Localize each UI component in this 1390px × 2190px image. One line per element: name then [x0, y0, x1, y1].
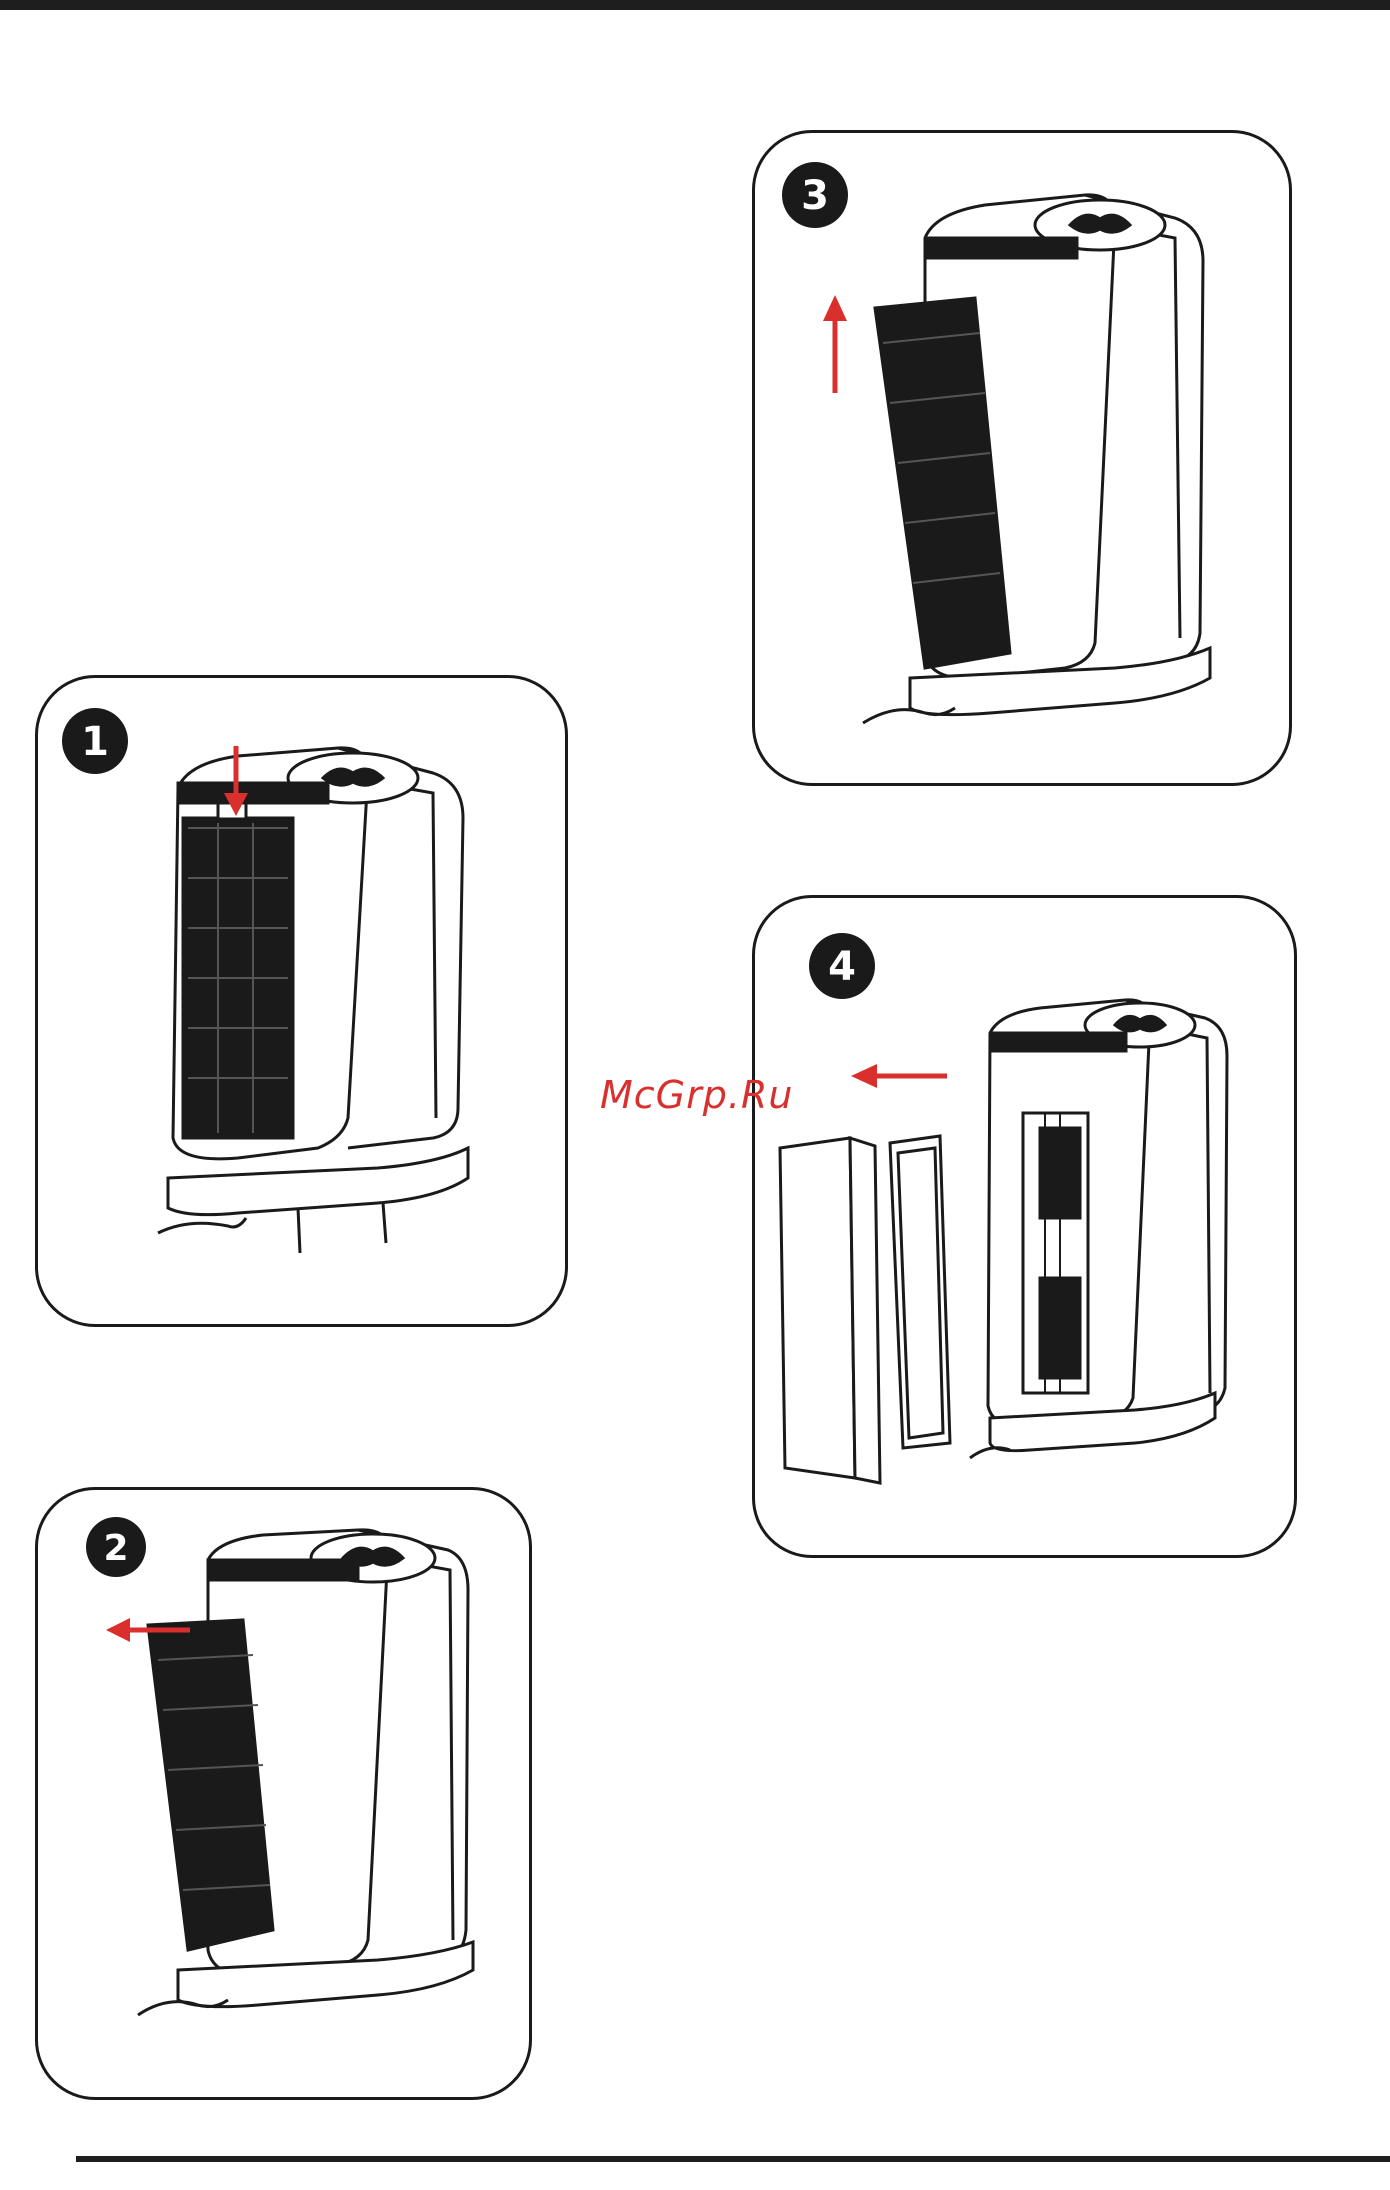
- filter-illustration: [780, 1136, 950, 1483]
- step-number: 1: [81, 719, 109, 765]
- step-badge-icon: 3: [782, 162, 848, 228]
- air-purifier-illustration: [970, 1000, 1227, 1458]
- step-badge-icon: 4: [809, 933, 875, 999]
- step-number: 3: [801, 173, 829, 219]
- step-2-panel: 2: [35, 1487, 532, 2100]
- step-badge-icon: 2: [86, 1517, 146, 1577]
- bottom-rule: [76, 2156, 1390, 2162]
- step-number: 2: [103, 1528, 128, 1569]
- step-badge-icon: 1: [62, 708, 128, 774]
- step-1-panel: 1: [35, 675, 568, 1327]
- air-purifier-illustration: [158, 748, 468, 1253]
- step-2-illustration: 2: [38, 1490, 532, 2100]
- step-3-panel: 3: [752, 130, 1292, 786]
- red-arrow-icon: [823, 295, 847, 393]
- air-purifier-illustration: [138, 1530, 473, 2015]
- air-purifier-illustration: [863, 195, 1210, 723]
- top-rule: [0, 0, 1390, 10]
- step-4-panel: 4: [752, 895, 1297, 1558]
- watermark: McGrp.Ru: [600, 1073, 793, 1117]
- step-4-illustration: 4: [755, 898, 1297, 1558]
- red-arrow-icon: [851, 1064, 947, 1088]
- step-number: 4: [828, 944, 856, 990]
- step-1-illustration: 1: [38, 678, 568, 1327]
- step-3-illustration: 3: [755, 133, 1292, 786]
